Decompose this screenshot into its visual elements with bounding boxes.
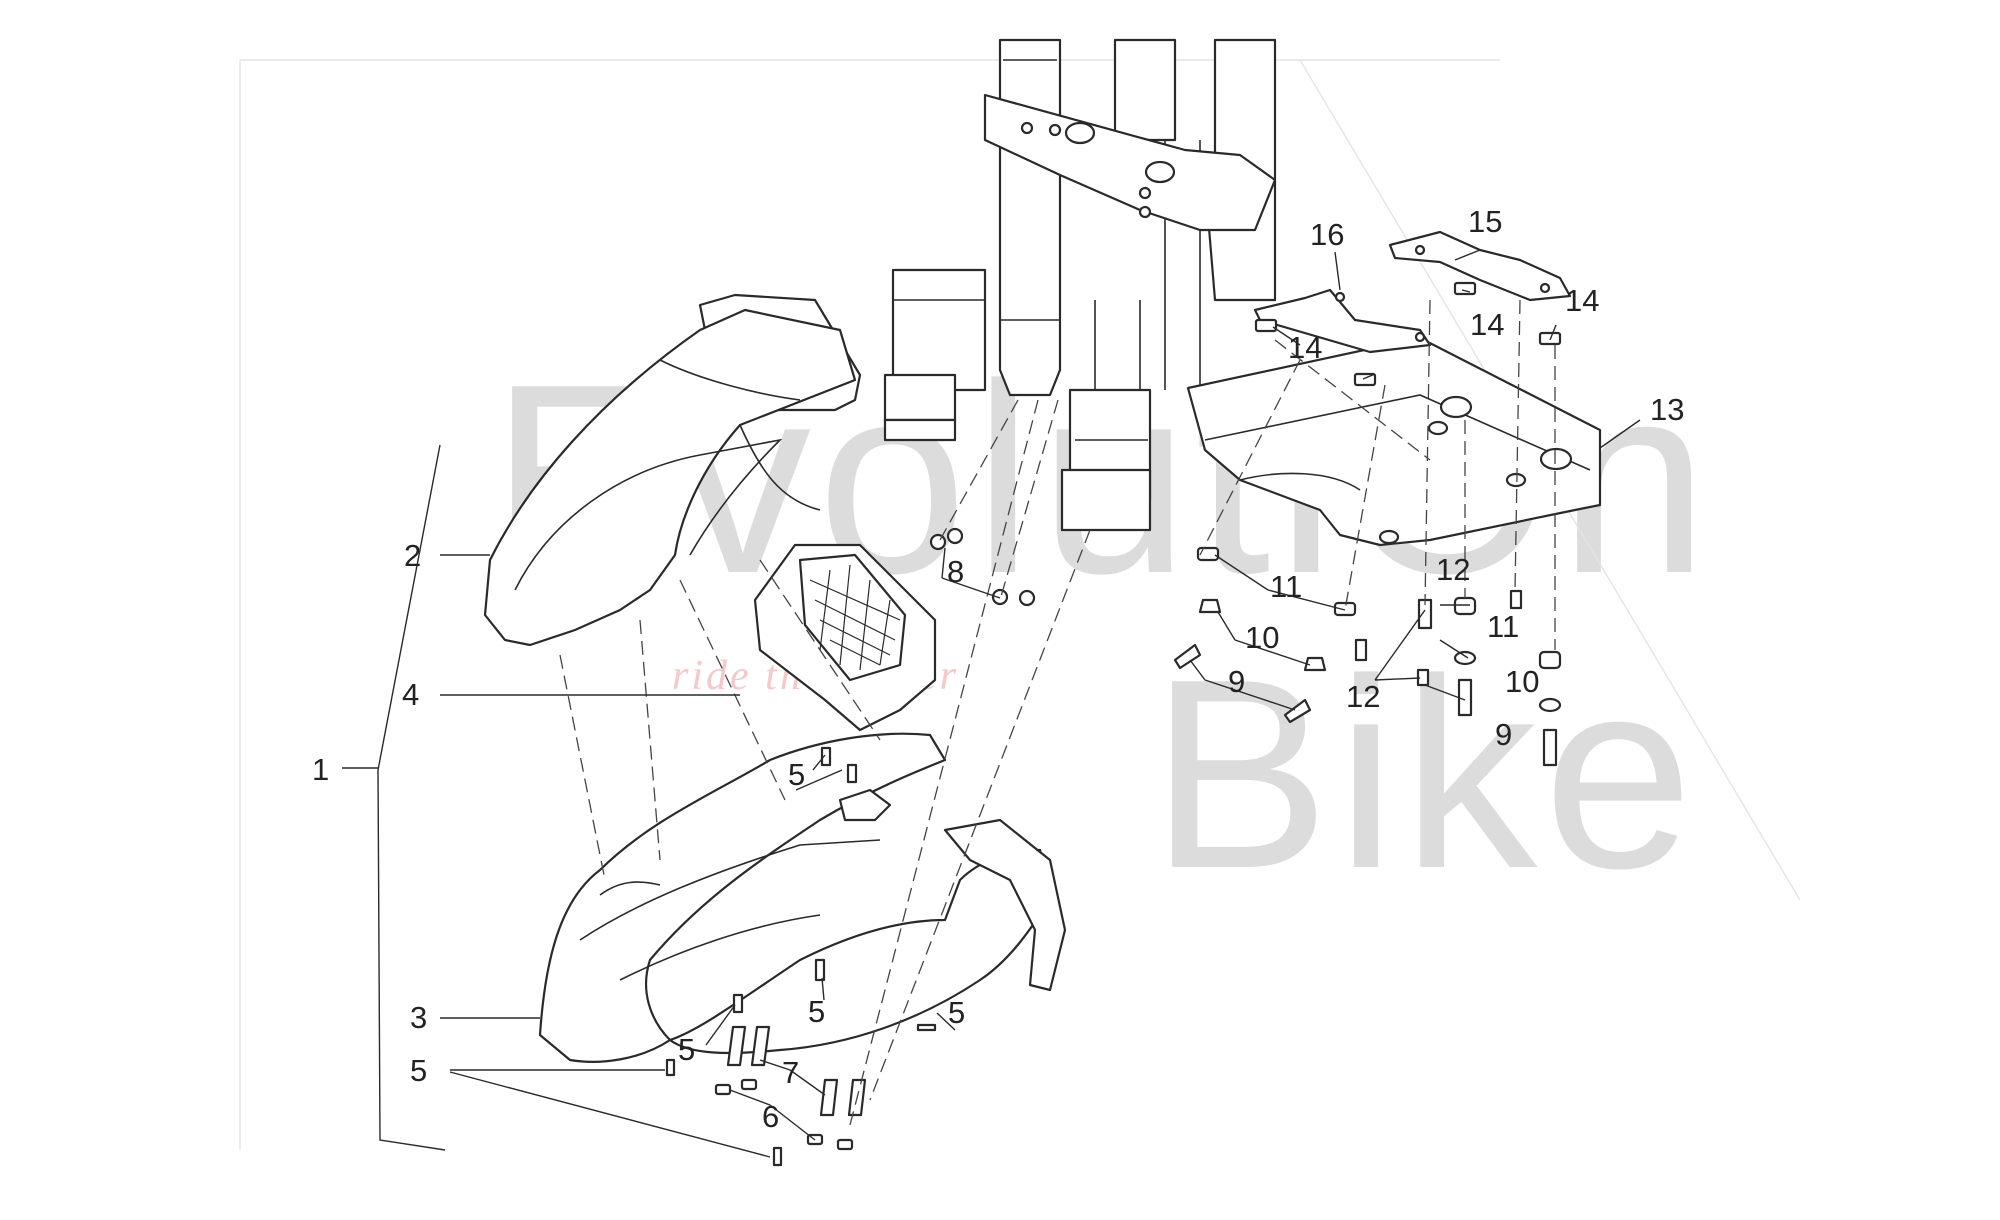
assembly-guide-lines xyxy=(559,299,1556,1126)
leader-lines xyxy=(342,249,1641,1158)
bracket-16 xyxy=(1253,288,1432,354)
callout-5-a: 5 xyxy=(788,757,805,792)
callout-9-b: 9 xyxy=(1495,717,1512,752)
callout-5-b: 5 xyxy=(808,994,825,1029)
callout-11-a: 11 xyxy=(1270,569,1302,604)
callout-1: 1 xyxy=(312,752,329,787)
callout-12-a: 12 xyxy=(1346,679,1380,714)
upper-mudguard xyxy=(483,293,862,647)
air-duct-grille xyxy=(753,543,937,732)
callout-14-c: 14 xyxy=(1565,283,1599,318)
clip-nuts-14 xyxy=(1254,281,1562,387)
callout-14-b: 14 xyxy=(1470,307,1504,342)
callout-7: 7 xyxy=(782,1055,799,1090)
fasteners xyxy=(665,527,1562,1167)
callout-12-b: 12 xyxy=(1436,552,1470,587)
callout-5-d: 5 xyxy=(948,995,965,1030)
bracket-15 xyxy=(1388,230,1572,302)
callout-2: 2 xyxy=(404,538,421,573)
callout-labels: 1 2 3 4 5 5 5 5 5 6 7 8 9 9 10 10 11 11 … xyxy=(312,204,1684,1134)
callout-5-e: 5 xyxy=(410,1053,427,1088)
front-fork xyxy=(883,38,1277,532)
callout-9-a: 9 xyxy=(1228,664,1245,699)
lower-mudguard xyxy=(538,732,1067,1063)
callout-15: 15 xyxy=(1468,204,1502,239)
callout-11-b: 11 xyxy=(1487,609,1519,644)
callout-10-a: 10 xyxy=(1245,620,1279,655)
callout-4: 4 xyxy=(402,677,419,712)
callout-3: 3 xyxy=(410,1000,427,1035)
skid-plate xyxy=(1186,336,1602,547)
callout-14-a: 14 xyxy=(1288,330,1322,365)
callout-5-c: 5 xyxy=(678,1032,695,1067)
callout-6: 6 xyxy=(762,1099,779,1134)
callout-8: 8 xyxy=(947,554,964,589)
callout-10-b: 10 xyxy=(1505,664,1539,699)
callout-13: 13 xyxy=(1650,392,1684,427)
callout-16: 16 xyxy=(1310,217,1344,252)
